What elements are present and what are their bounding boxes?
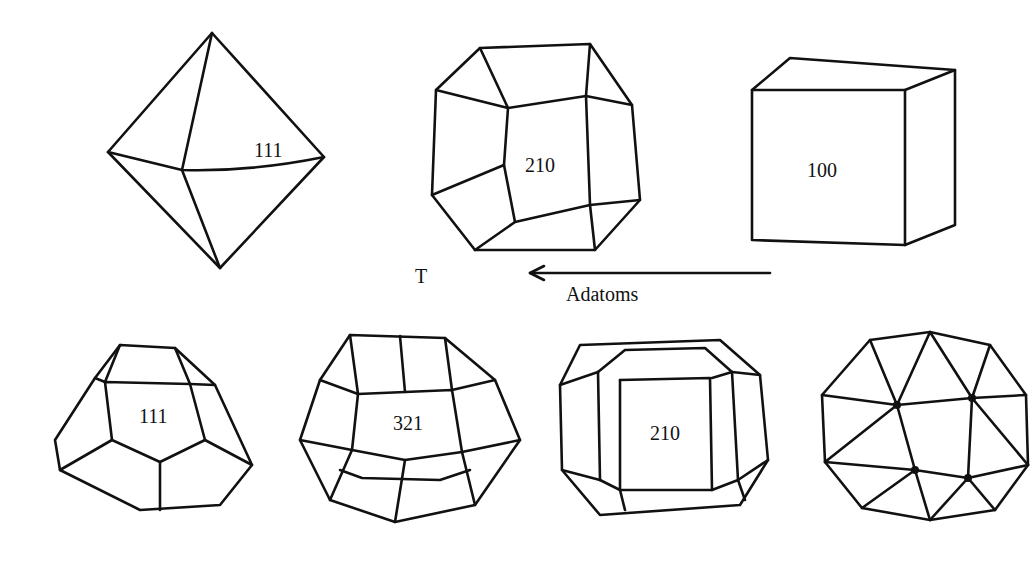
dodecahedron [432,44,640,250]
vertex-dots [893,394,976,482]
hexoctahedron [300,335,520,522]
tetrahexahedron [560,340,768,515]
face-index: 111 [254,139,283,161]
trisoctahedron [822,332,1028,520]
face-index: 210 [650,422,680,444]
arrow-label: Adatoms [566,283,638,305]
face-index: 210 [525,154,555,176]
octahedron [108,33,324,268]
truncated-octahedron [55,345,252,510]
face-index: 100 [807,159,837,181]
face-index: 111 [139,405,168,427]
direction-arrow [530,266,770,280]
cube [752,58,955,245]
axis-label: T [415,265,427,287]
face-index: 321 [393,412,423,434]
